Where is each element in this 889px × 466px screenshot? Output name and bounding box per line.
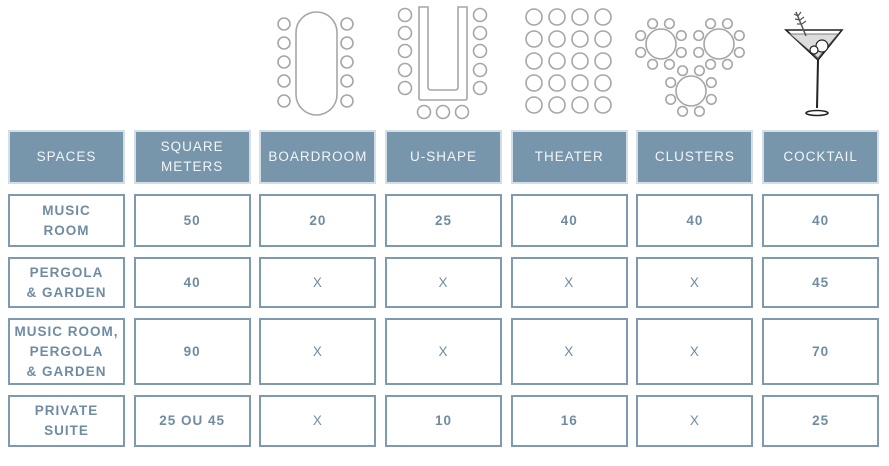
capacity-cell-boardroom: X: [259, 257, 377, 308]
layout-icons: [277, 6, 844, 120]
column-header-u-shape: U-SHAPE: [385, 130, 503, 184]
capacity-cell-theater: X: [510, 257, 628, 308]
capacity-cell-u-shape: 25: [385, 194, 503, 247]
column-header-square-meters: SQUARE METERS: [133, 130, 251, 184]
column-header-clusters: CLUSTERS: [636, 130, 754, 184]
capacity-cell-cocktail: 45: [762, 257, 880, 308]
capacity-cell-clusters: 40: [636, 194, 754, 247]
column-header-theater: THEATER: [510, 130, 628, 184]
clusters-layout-icon: [635, 18, 745, 117]
capacity-cell-clusters: X: [636, 395, 754, 447]
capacity-cell-cocktail: 70: [762, 318, 880, 385]
capacity-cell-u-shape: 10: [385, 395, 503, 447]
capacity-cell-square-meters: 50: [133, 194, 251, 247]
capacity-cell-cocktail: 25: [762, 395, 880, 447]
space-name-cell: MUSIC ROOM, PERGOLA & GARDEN: [8, 318, 125, 385]
space-name-cell: PERGOLA & GARDEN: [8, 257, 125, 308]
capacity-cell-boardroom: X: [259, 318, 377, 385]
capacity-cell-u-shape: X: [385, 318, 503, 385]
column-header-spaces: SPACES: [8, 130, 125, 184]
capacity-cell-boardroom: 20: [259, 194, 377, 247]
capacity-cell-cocktail: 40: [762, 194, 880, 247]
capacity-cell-square-meters: 25 OU 45: [133, 395, 251, 447]
capacity-cell-square-meters: 90: [133, 318, 251, 385]
space-name-cell: PRIVATE SUITE: [8, 395, 125, 447]
boardroom-layout-icon: [277, 11, 354, 116]
capacity-cell-theater: 40: [510, 194, 628, 247]
capacity-cell-u-shape: X: [385, 257, 503, 308]
capacity-cell-clusters: X: [636, 257, 754, 308]
cocktail-glass-icon: [783, 11, 844, 117]
capacity-cell-square-meters: 40: [133, 257, 251, 308]
theater-layout-icon: [525, 8, 612, 114]
column-header-cocktail: COCKTAIL: [762, 130, 880, 184]
capacity-cell-clusters: X: [636, 318, 754, 385]
column-header-boardroom: BOARDROOM: [259, 130, 377, 184]
capacity-cell-boardroom: X: [259, 395, 377, 447]
capacity-cell-theater: 16: [510, 395, 628, 447]
space-name-cell: MUSIC ROOM: [8, 194, 125, 247]
capacity-cell-theater: X: [510, 318, 628, 385]
u-shape-layout-icon: [397, 6, 488, 120]
